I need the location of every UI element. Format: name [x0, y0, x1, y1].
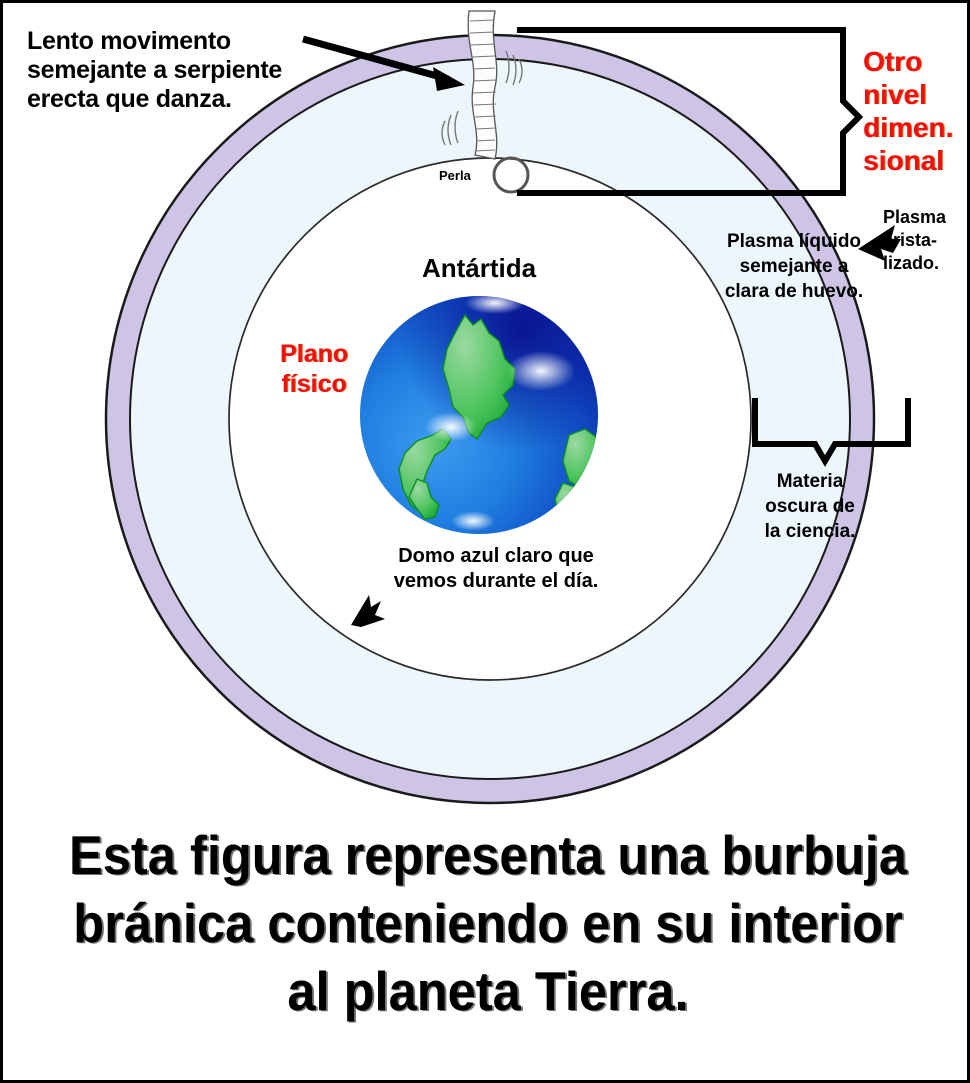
label-plasma-cristalizado: Plasma crista-lizado.	[883, 207, 947, 273]
plasma-cristalizado-arrow	[858, 225, 901, 261]
label-otro-nivel-dimensional: Otro nivel dimen. sional	[863, 46, 954, 176]
landmass-south-b	[408, 478, 440, 520]
motion-lines	[441, 50, 523, 146]
label-perla: Perla	[439, 168, 471, 183]
branic-bubble-diagram	[104, 10, 911, 805]
label-lento-movimiento: Lento movimento semejante a serpiente er…	[27, 27, 282, 113]
label-domo-azul-claro: Domo azul claro que vemos durante el día…	[393, 545, 599, 592]
serpiente-arrow	[302, 35, 465, 91]
otro-nivel-bracket	[517, 27, 864, 196]
materia-oscura-bracket	[752, 398, 911, 467]
label-plano-fisico: Plano físico	[279, 340, 349, 398]
figure-caption: Esta figura representa una burbuja bráni…	[69, 824, 907, 1022]
label-plasma-liquido: Plasma líquido semejante a clara de huev…	[724, 231, 864, 302]
label-antartida: Antártida	[421, 253, 537, 283]
label-materia-oscura: Materia oscura de la ciencia.	[764, 471, 856, 542]
domo-arrow	[351, 595, 385, 627]
dancing-serpent-cord	[441, 10, 523, 160]
landmass-north	[442, 313, 516, 441]
perla-marker	[492, 156, 530, 194]
